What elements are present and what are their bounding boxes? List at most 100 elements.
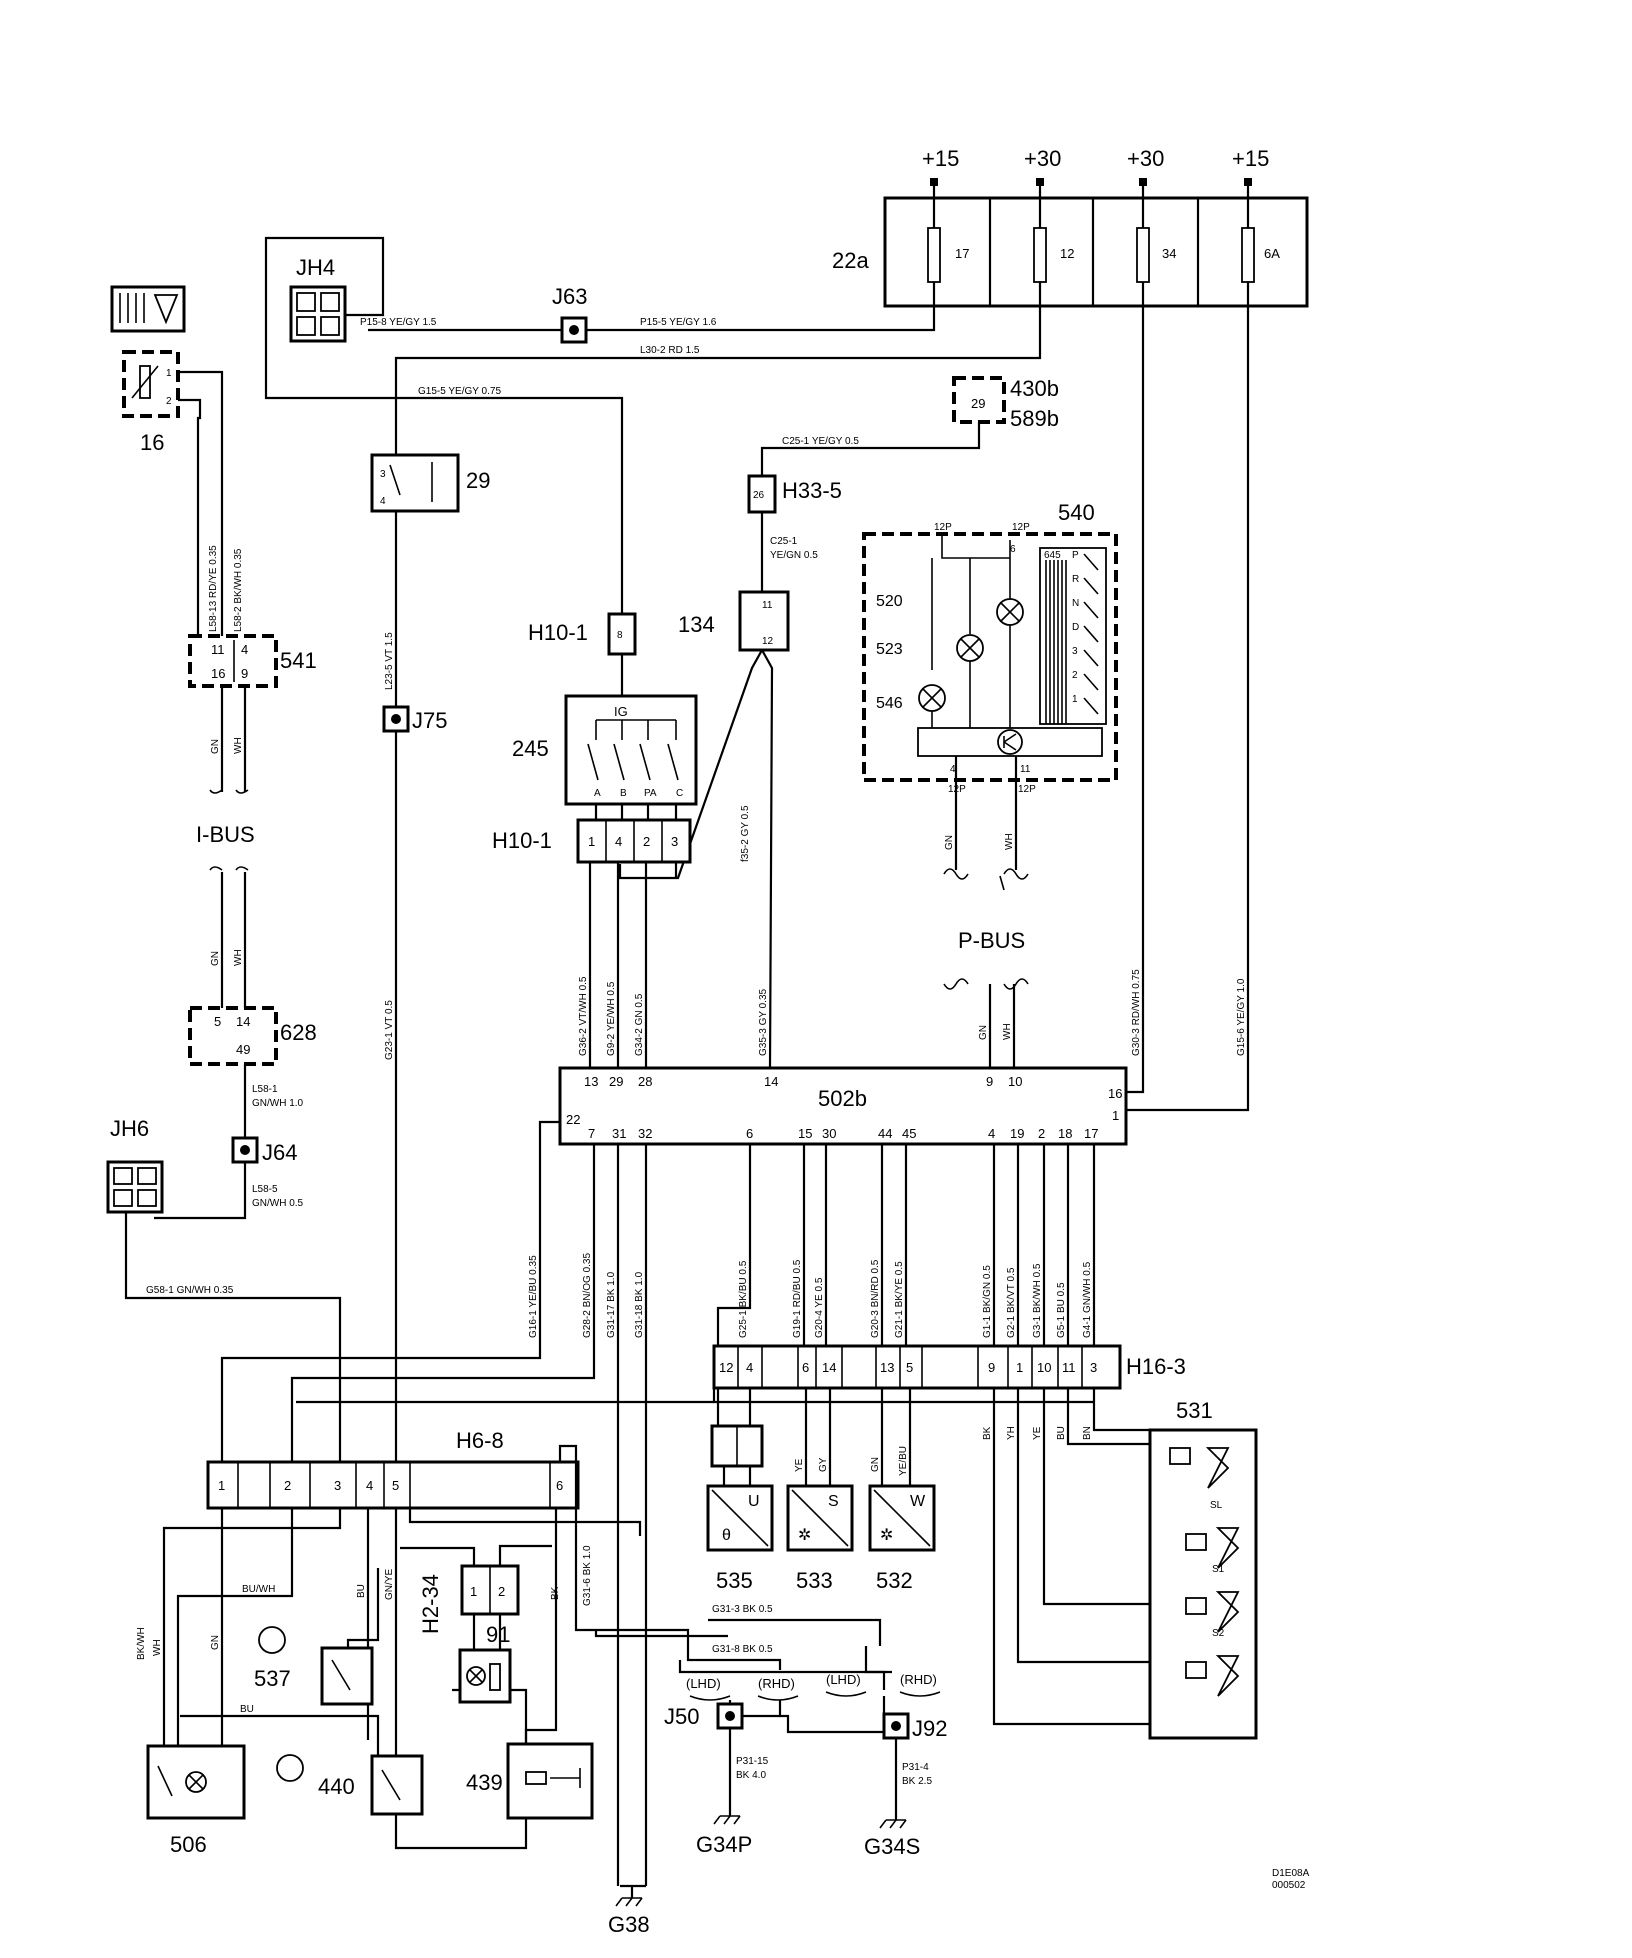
sensor-533: S ✲ 533 xyxy=(786,1484,854,1593)
pin-label: 6 xyxy=(802,1360,809,1375)
pin-label: 9 xyxy=(241,666,248,681)
wire-label: BU/WH xyxy=(242,1584,275,1595)
component-440: 440 xyxy=(276,1754,424,1816)
supply-label: +30 xyxy=(1024,146,1061,171)
solenoid-block-531: 531 SL S1 S2 xyxy=(1148,1398,1258,1740)
svg-text:θ: θ xyxy=(722,1527,731,1544)
svg-text:3: 3 xyxy=(380,469,386,480)
fuse-number: 6A xyxy=(1264,246,1280,261)
component-134: 11 12 134 xyxy=(678,590,790,652)
j75-splice: J75 xyxy=(382,705,447,733)
switch-label: PA xyxy=(644,788,657,799)
wire-label: BU xyxy=(356,1584,367,1598)
pin-label: 3 xyxy=(1090,1360,1097,1375)
wire-label: YH xyxy=(1006,1426,1017,1440)
wire-label: GN/WH 0.5 xyxy=(252,1198,304,1209)
wire-label: P31-4 xyxy=(902,1762,929,1773)
wire-label: GN xyxy=(210,739,221,754)
g34p-ground: G34P xyxy=(696,1815,752,1857)
wire-label: BK/WH xyxy=(136,1627,147,1660)
component-439: 439 xyxy=(466,1742,594,1820)
pin-label: 3 xyxy=(671,834,678,849)
pin-label: 2 xyxy=(498,1584,505,1599)
wire-label: GN xyxy=(978,1025,989,1040)
pin-label: 2 xyxy=(1038,1126,1045,1141)
pin-label: 28 xyxy=(638,1074,652,1089)
pin-label: 26 xyxy=(753,490,765,501)
h2-34-label: H2-34 xyxy=(418,1574,443,1634)
fuse-box-label: 22a xyxy=(832,248,869,273)
wire-label: WH xyxy=(152,1639,163,1656)
component-506: 506 xyxy=(146,1744,246,1857)
svg-text:✲: ✲ xyxy=(798,1527,811,1544)
gear-label: 2 xyxy=(1072,670,1078,681)
sensor-symbol: S xyxy=(828,1493,839,1510)
wire-label: GN xyxy=(944,835,955,850)
ecu-label: 502b xyxy=(818,1086,867,1111)
market-label: (LHD) xyxy=(686,1676,721,1691)
wire-label: WH xyxy=(1004,833,1015,850)
j75-label: J75 xyxy=(412,708,447,733)
gear-label: N xyxy=(1072,598,1079,609)
wire-label: BK 4.0 xyxy=(736,1770,766,1781)
valve-label: S2 xyxy=(1212,1628,1225,1639)
fuse-number: 12 xyxy=(1060,246,1074,261)
wire-label: L58-13 RD/YE 0.35 xyxy=(208,545,219,632)
h10-1-bottom: 1 4 2 3 H10-1 xyxy=(492,818,692,864)
pin-label: 2 xyxy=(284,1478,291,1493)
pin-label: 14 xyxy=(236,1014,250,1029)
pin-label: 1 xyxy=(470,1584,477,1599)
sensor-535: U θ 535 xyxy=(706,1484,774,1593)
pin-label: 16 xyxy=(211,666,225,681)
wire-label: G31-17 BK 1.0 xyxy=(606,1271,617,1338)
switch-label: IG xyxy=(614,704,628,719)
wire-label: G34-2 GN 0.5 xyxy=(634,993,645,1056)
wire-label: G31-18 BK 1.0 xyxy=(634,1271,645,1338)
supply-label: +15 xyxy=(922,146,959,171)
pin-label: 32 xyxy=(638,1126,652,1141)
pin-label: 29 xyxy=(609,1074,623,1089)
pin-label: 13 xyxy=(880,1360,894,1375)
pin-label: 4 xyxy=(241,642,248,657)
wire-label: G30-3 RD/WH 0.75 xyxy=(1131,969,1142,1056)
component-540-label: 540 xyxy=(1058,500,1095,525)
sensor-symbol: W xyxy=(910,1493,926,1510)
wire-label: P15-8 YE/GY 1.5 xyxy=(360,317,437,328)
svg-text:✲: ✲ xyxy=(880,1527,893,1544)
g38-ground: G38 xyxy=(608,1884,650,1937)
wire-label: C25-1 xyxy=(770,536,798,547)
pin-label: 14 xyxy=(822,1360,836,1375)
h10-1-top: 8 H10-1 xyxy=(528,612,637,656)
wire-label: G5-1 BU 0.5 xyxy=(1056,1282,1067,1338)
component-531-label: 531 xyxy=(1176,1398,1213,1423)
component-523-label: 523 xyxy=(876,641,903,658)
pin-label: 11 xyxy=(1020,764,1031,775)
wire-label: G31-8 BK 0.5 xyxy=(712,1644,773,1655)
wire-label: GN xyxy=(870,1457,881,1472)
j64-splice: J64 xyxy=(231,1136,297,1165)
wire-label: WH xyxy=(233,949,244,966)
wire-label: YE xyxy=(1032,1426,1043,1440)
pin-label: 11 xyxy=(762,600,773,611)
fuse-box-22a: 22a 17 12 34 6A xyxy=(832,196,1309,308)
component-589b-label: 589b xyxy=(1010,406,1059,431)
component-91: 91 xyxy=(458,1622,512,1704)
pin-label: 13 xyxy=(584,1074,598,1089)
pin-label: 9 xyxy=(988,1360,995,1375)
bus-label: P-BUS xyxy=(958,928,1025,953)
lamp-icon xyxy=(996,598,1024,626)
component-91-label: 91 xyxy=(486,1622,510,1647)
wire-label: G35-3 GY 0.35 xyxy=(758,988,769,1056)
wire-label: G28-2 BN/OG 0.35 xyxy=(582,1253,593,1338)
jh4-label: JH4 xyxy=(296,255,335,280)
j64-label: J64 xyxy=(262,1140,297,1165)
sensor-532-label: 532 xyxy=(876,1568,913,1593)
component-16-block: 1 2 16 xyxy=(110,285,186,455)
wire-label: P15-5 YE/GY 1.6 xyxy=(640,317,717,328)
wire-label: G21-1 BK/YE 0.5 xyxy=(894,1261,905,1338)
pin-label: 16 xyxy=(1108,1086,1122,1101)
component-540: 540 12P 12P 6 520 523 546 xyxy=(862,500,1118,795)
pin-label: 12P xyxy=(1018,784,1036,795)
pin-label: 30 xyxy=(822,1126,836,1141)
switch-label: A xyxy=(594,788,601,799)
